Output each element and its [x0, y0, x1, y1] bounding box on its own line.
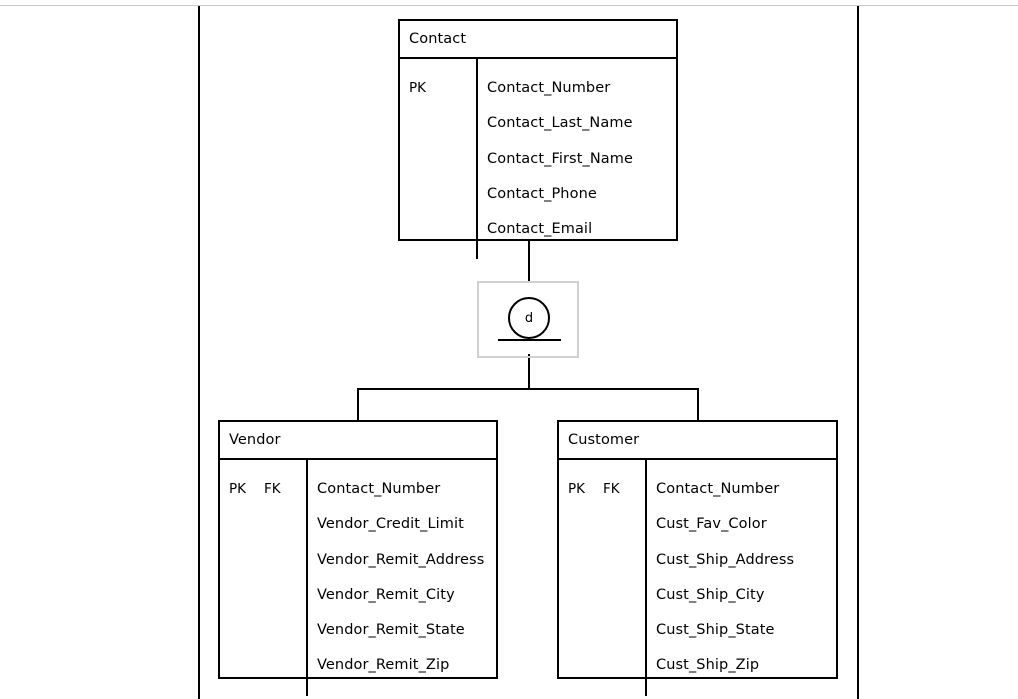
attribute-row: Cust_Ship_City [656, 586, 765, 603]
connector-contact-to-disjoint [528, 241, 530, 283]
connector-disjoint-to-bus [528, 354, 530, 390]
key-flag-pk: PK [229, 481, 246, 497]
attribute-row: Cust_Ship_Address [656, 551, 795, 568]
entity-vendor-body: PK FK Contact_Number Vendor_Credit_Limit… [220, 460, 496, 696]
entity-vendor-key-column: PK FK [220, 460, 308, 696]
connector-drop-to-customer [697, 388, 699, 421]
key-flag-fk: FK [264, 481, 281, 497]
entity-contact-attribute-column: Contact_Number Contact_Last_Name Contact… [478, 59, 676, 259]
page-right-margin-border [857, 6, 859, 699]
key-flag-fk: FK [603, 481, 620, 497]
connector-drop-to-vendor [357, 388, 359, 421]
attribute-row: Cust_Fav_Color [656, 516, 767, 533]
attribute-row: Vendor_Remit_Zip [317, 657, 450, 674]
specialization-subset-bar [498, 339, 561, 341]
entity-customer-title: Customer [559, 422, 836, 460]
attribute-row: Contact_Last_Name [487, 115, 633, 132]
attribute-row: Vendor_Remit_State [317, 622, 465, 639]
page-top-rule [0, 5, 1018, 6]
attribute-row: Contact_Number [656, 481, 780, 497]
attribute-row: Contact_Number [487, 80, 611, 96]
disjoint-symbol-label: d [524, 310, 534, 326]
entity-customer[interactable]: Customer PK FK Contact_Number Cust_Fav_C… [557, 420, 838, 696]
key-flag-pk: PK [409, 80, 426, 96]
entity-contact-key-column: PK [400, 59, 478, 260]
entity-contact-body: PK Contact_Number Contact_Last_Name Cont… [400, 59, 676, 260]
entity-vendor-title: Vendor [220, 422, 496, 460]
key-flag-pk: PK [568, 481, 585, 497]
attribute-row: Contact_Phone [487, 185, 597, 202]
entity-vendor[interactable]: Vendor PK FK Contact_Number Vendor_Credi… [218, 420, 498, 696]
attribute-row: Contact_Number [317, 481, 441, 497]
attribute-row: Contact_First_Name [487, 150, 634, 167]
attribute-row: Vendor_Remit_City [317, 586, 455, 603]
entity-vendor-attribute-column: Contact_Number Vendor_Credit_Limit Vendo… [308, 460, 496, 696]
disjoint-symbol-selection-box[interactable] [477, 281, 579, 358]
attribute-row: Vendor_Remit_Address [317, 551, 485, 568]
attribute-row: Vendor_Credit_Limit [317, 516, 464, 533]
attribute-row: Cust_Ship_State [656, 622, 775, 639]
attribute-row: Cust_Ship_Zip [656, 657, 760, 674]
disjoint-symbol-circle[interactable]: d [508, 297, 550, 339]
connector-subtype-bus [357, 388, 699, 390]
entity-customer-body: PK FK Contact_Number Cust_Fav_Color Cust… [559, 460, 836, 696]
entity-customer-key-column: PK FK [559, 460, 647, 696]
entity-contact-title: Contact [400, 21, 676, 59]
entity-customer-attribute-column: Contact_Number Cust_Fav_Color Cust_Ship_… [647, 460, 836, 696]
attribute-row: Contact_Email [487, 221, 593, 238]
page-left-margin-border [198, 6, 200, 699]
entity-contact[interactable]: Contact PK Contact_Number Contact_Last_N… [398, 19, 678, 260]
